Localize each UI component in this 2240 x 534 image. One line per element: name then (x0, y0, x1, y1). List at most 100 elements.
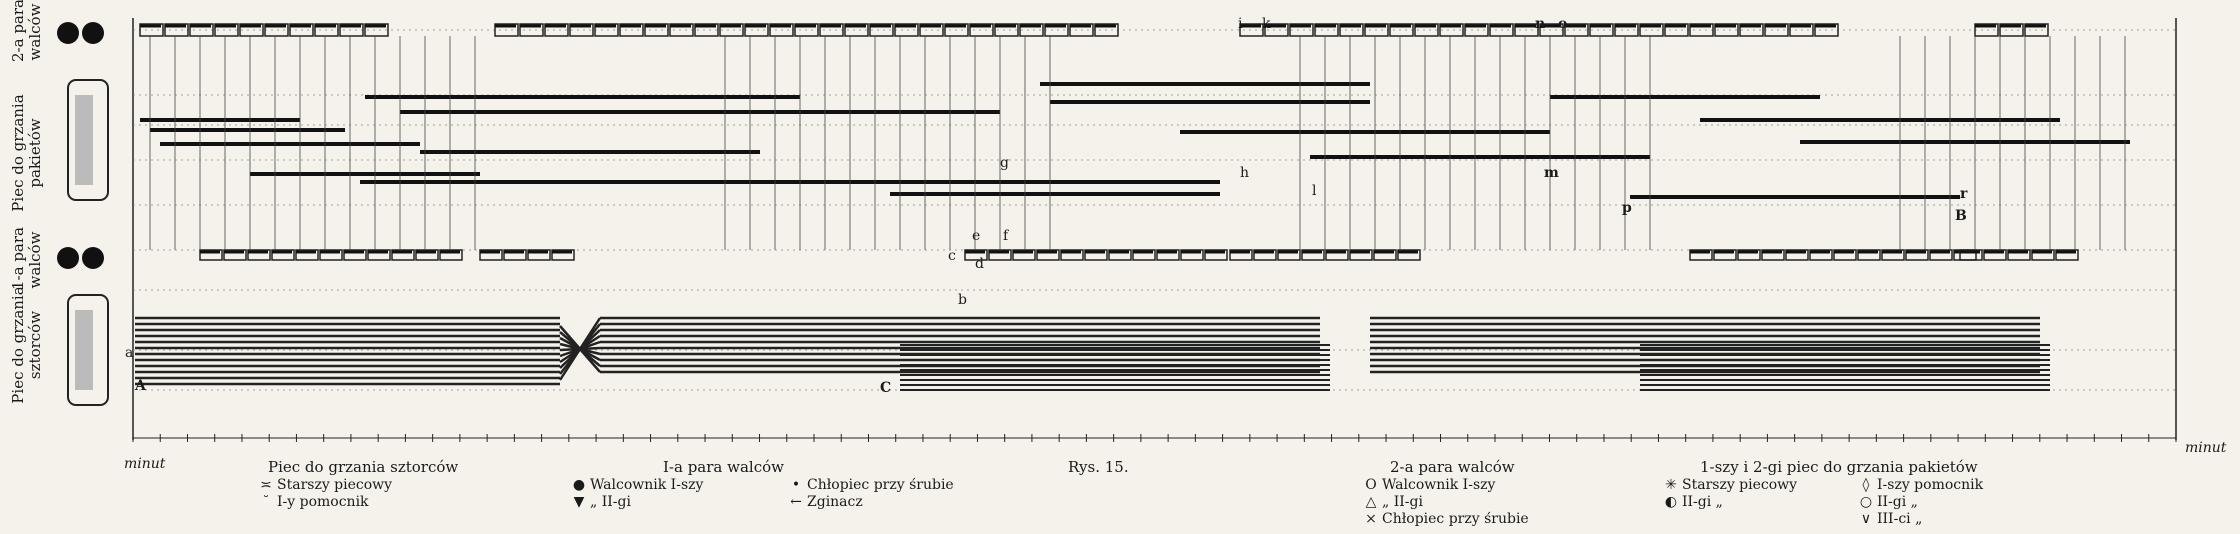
step-box (1739, 23, 1764, 37)
step-box (1132, 249, 1156, 261)
step-box (239, 23, 264, 37)
figure-caption: Rys. 15. (1068, 458, 1129, 476)
step-box (1514, 23, 1539, 37)
legend-item-chlopiec-p2: ×Chłopiec przy śrubie (1365, 511, 1529, 527)
step-box (1929, 249, 1953, 261)
step-box (1044, 23, 1069, 37)
step-box (1012, 249, 1036, 261)
step-box (1713, 249, 1737, 261)
legend-item-starszy-piecowy-pak: ✳Starszy piecowy (1665, 477, 1798, 493)
step-box (1277, 249, 1301, 261)
step-box (1857, 249, 1881, 261)
step-box (569, 23, 594, 37)
step-box (1905, 249, 1929, 261)
letter-B: B (1955, 208, 1967, 224)
furnace-icon (75, 95, 93, 185)
step-box (719, 23, 744, 37)
step-box (1983, 249, 2007, 261)
step-box (1397, 249, 1421, 261)
step-box (439, 249, 463, 261)
step-box (314, 23, 339, 37)
letter-p: p (1622, 200, 1632, 216)
step-box (944, 23, 969, 37)
step-box (2024, 23, 2049, 37)
legend-title-para1: I-a para walców (663, 458, 784, 476)
step-box (1959, 249, 1983, 261)
step-box (1019, 23, 1044, 37)
letter-C: C (880, 380, 892, 396)
letter-c: c (948, 248, 956, 264)
heating-bar (1040, 82, 1370, 86)
step-box (594, 23, 619, 37)
heating-bar (1550, 95, 1820, 99)
letter-m: m (1544, 165, 1559, 181)
step-box (364, 23, 389, 37)
heating-bar (140, 118, 300, 122)
step-box (494, 23, 519, 37)
step-box (1373, 249, 1397, 261)
letter-g: g (1000, 155, 1009, 171)
step-box (289, 23, 314, 37)
legend-title-para2: 2-a para walców (1390, 458, 1515, 476)
step-box (1489, 23, 1514, 37)
heating-bar (365, 95, 800, 99)
letter-n: n (1535, 16, 1546, 32)
step-box (343, 249, 367, 261)
step-box (527, 249, 551, 261)
heating-bar (420, 150, 760, 154)
axis-unit-right: minut (2185, 440, 2227, 456)
step-box (1069, 23, 1094, 37)
step-box (339, 23, 364, 37)
letter-e: e (972, 228, 981, 244)
row-label-sztorce: Piec do grzania sztorców (9, 286, 44, 404)
step-box (1664, 23, 1689, 37)
step-box (644, 23, 669, 37)
step-box (1108, 249, 1132, 261)
step-box (214, 23, 239, 37)
step-box (139, 23, 164, 37)
row-label-para2: 2-a para walców (9, 0, 44, 62)
step-box (894, 23, 919, 37)
letter-r: r (1960, 186, 1968, 202)
step-box (1364, 23, 1389, 37)
step-box (919, 23, 944, 37)
step-box (2007, 249, 2031, 261)
legend-title-sztorce: Piec do grzania sztorców (268, 458, 459, 476)
legend-item-chlopiec: •Chłopiec przy śrubie (791, 477, 954, 493)
step-box (1589, 23, 1614, 37)
step-box (819, 23, 844, 37)
heating-bar (150, 128, 345, 132)
step-box (1094, 23, 1119, 37)
furnace-icon (67, 294, 109, 406)
roller-icon (82, 247, 104, 269)
step-box (1764, 23, 1789, 37)
heating-bar (160, 142, 420, 146)
step-box (969, 23, 994, 37)
step-box (1639, 23, 1664, 37)
step-box (2031, 249, 2055, 261)
step-box (1084, 249, 1108, 261)
step-box (2055, 249, 2079, 261)
step-box (295, 249, 319, 261)
legend-item-starszy-piecowy: ≍Starszy piecowy (260, 477, 393, 493)
step-box (1809, 249, 1833, 261)
roller-icon (82, 22, 104, 44)
step-box (694, 23, 719, 37)
step-box (415, 249, 439, 261)
step-box (619, 23, 644, 37)
step-box (1689, 23, 1714, 37)
legend-item-1szy-pomocnik: ◊I-szy pomocnik (1862, 477, 1984, 493)
legend-item-walcownik-2-p2: △„ II-gi (1365, 494, 1423, 510)
letter-o: o (1558, 16, 1568, 32)
step-box (391, 249, 415, 261)
heating-bar (1310, 155, 1650, 159)
step-box (1229, 249, 1253, 261)
heating-bar (250, 172, 480, 176)
step-box (1156, 249, 1180, 261)
heating-bar (890, 192, 1220, 196)
letter-l: l (1312, 183, 1317, 199)
heating-bar (360, 180, 700, 184)
step-box (1264, 23, 1289, 37)
